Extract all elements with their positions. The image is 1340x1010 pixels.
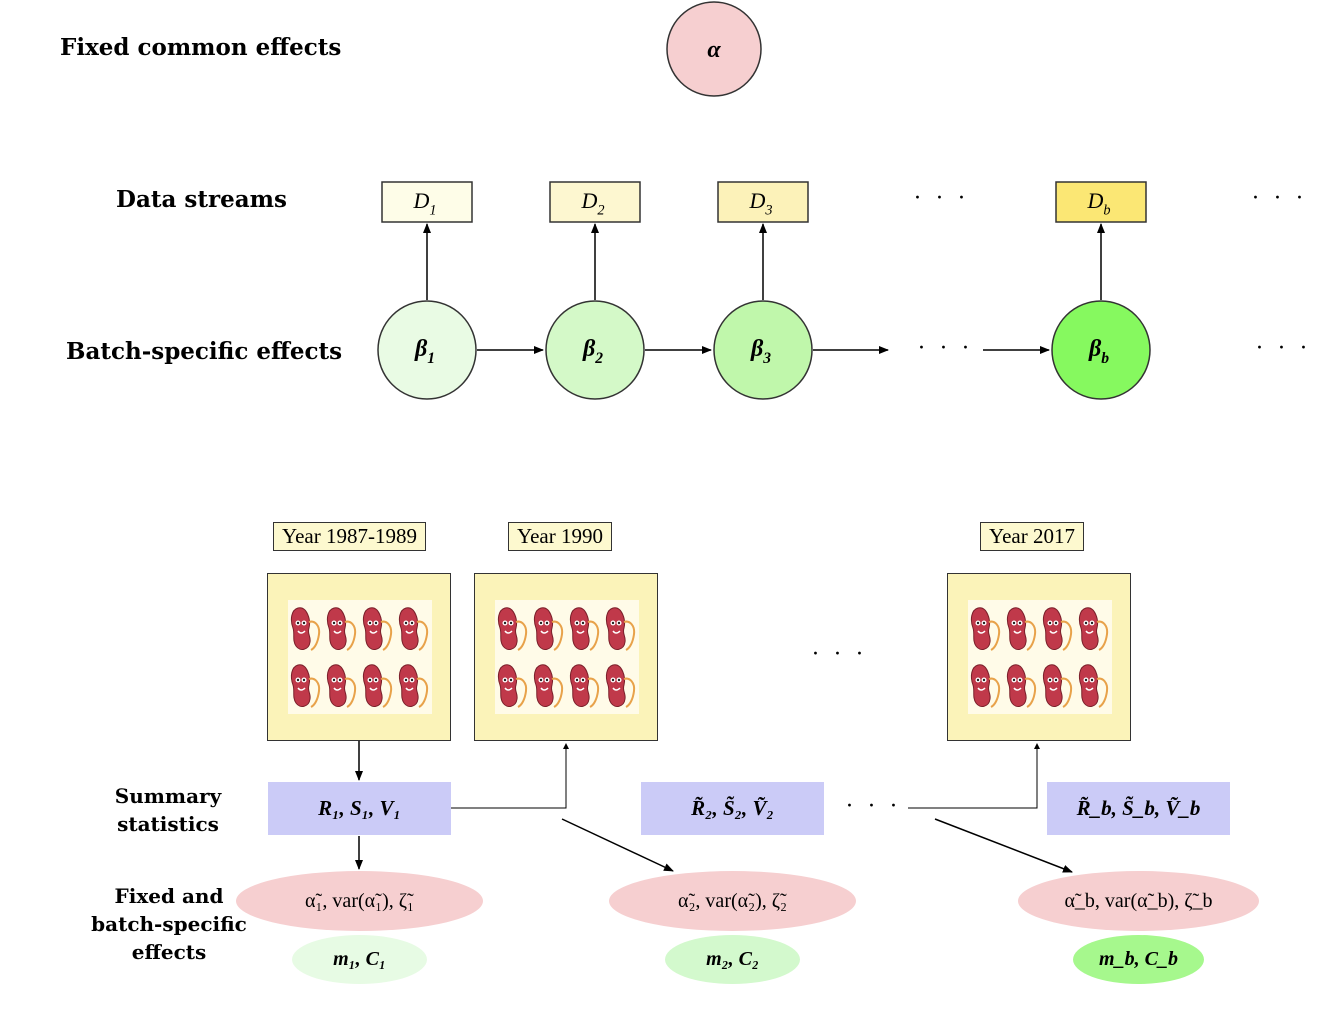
kidney-icon [531, 600, 567, 657]
beta-node-b: βb [1051, 300, 1151, 400]
ellipsis-data-row-end: · · · [1252, 186, 1307, 211]
beta-node-1: β1 [377, 300, 477, 400]
data-node-2: D2 [549, 181, 641, 223]
kidney-icon [396, 600, 432, 657]
batch-specific-effects-label: Batch-specific effects [66, 338, 343, 365]
summary-stats-b: R̃_b, S̃_b, Ṽ_b [1047, 782, 1230, 835]
ellipsis-beta-row-end: · · · [1256, 336, 1311, 361]
kidney-icon [288, 657, 324, 714]
estimates-1: α̃₁, var(α̃₁), ζ̃₁ [236, 871, 483, 931]
kidney-icon [1004, 600, 1040, 657]
kidney-icon [324, 600, 360, 657]
arrow-stats1-tile2 [451, 743, 569, 809]
kidney-grid [288, 600, 432, 714]
kidney-icon [360, 657, 396, 714]
kidney-grid [495, 600, 639, 714]
kidney-icon [324, 657, 360, 714]
moments-b: m_b, C_b [1073, 935, 1204, 984]
image-tile-2 [474, 573, 658, 741]
estimates-b: α̃_b, var(α̃_b), ζ̃_b [1018, 871, 1259, 931]
data-node-b: Db [1055, 181, 1147, 223]
alpha-node: α [666, 1, 762, 97]
fixed-batch-line-3: effects [131, 940, 207, 964]
fixed-common-effects-label: Fixed common effects [60, 34, 342, 61]
kidney-icon [1076, 657, 1112, 714]
fixed-batch-effects-label: Fixed and batch-specific effects [84, 882, 254, 966]
kidney-icon [968, 600, 1004, 657]
beta-node-3: β3 [713, 300, 813, 400]
data-node-1: D1 [381, 181, 473, 223]
data-node-3: D3 [717, 181, 809, 223]
kidney-icon [360, 600, 396, 657]
summary-stats-1: R₁, S₁, V₁ [268, 782, 451, 835]
image-tile-3 [947, 573, 1131, 741]
kidney-icon [495, 657, 531, 714]
arrow-tile2-est2 [561, 818, 674, 872]
kidney-icon [1076, 600, 1112, 657]
year-label-3: Year 2017 [980, 522, 1084, 551]
image-tile-1 [267, 573, 451, 741]
kidney-icon [567, 600, 603, 657]
summary-statistics-label: Summary statistics [100, 782, 236, 838]
batch-effect-nodes: β1 β2 β3 βb [377, 300, 1151, 400]
kidney-icon [603, 657, 639, 714]
fixed-batch-line-2: batch-specific [91, 912, 247, 936]
moments-2: m₂, C₂ [665, 935, 800, 984]
summary-stats-2: R̃₂, S̃₂, Ṽ₂ [641, 782, 824, 835]
arrow-tileb-estb [934, 818, 1073, 873]
ellipsis-beta-row: · · · [918, 336, 973, 361]
kidney-icon [288, 600, 324, 657]
kidney-icon [495, 600, 531, 657]
ellipsis-tiles: · · · [812, 642, 867, 667]
kidney-icon [567, 657, 603, 714]
data-stream-nodes: D1 D2 D3 Db [381, 181, 1147, 223]
summary-line-1: Summary [114, 784, 222, 808]
moments-1: m₁, C₁ [292, 935, 427, 984]
estimates-2: α̃₂, var(α̃₂), ζ̃₂ [609, 871, 856, 931]
kidney-grid [968, 600, 1112, 714]
arrow-dots-tile3 [908, 743, 1040, 809]
kidney-icon [603, 600, 639, 657]
ellipsis-data-row: · · · [914, 186, 969, 211]
kidney-icon [1004, 657, 1040, 714]
kidney-icon [531, 657, 567, 714]
summary-line-2: statistics [117, 812, 219, 836]
alpha-symbol: α [707, 37, 721, 63]
kidney-icon [1040, 657, 1076, 714]
kidney-icon [1040, 600, 1076, 657]
fixed-batch-line-1: Fixed and [114, 884, 224, 908]
data-streams-label: Data streams [116, 186, 287, 213]
beta-node-2: β2 [545, 300, 645, 400]
year-label-2: Year 1990 [508, 522, 612, 551]
kidney-icon [396, 657, 432, 714]
ellipsis-stats: · · · [846, 794, 901, 819]
kidney-icon [968, 657, 1004, 714]
year-label-1: Year 1987-1989 [273, 522, 426, 551]
